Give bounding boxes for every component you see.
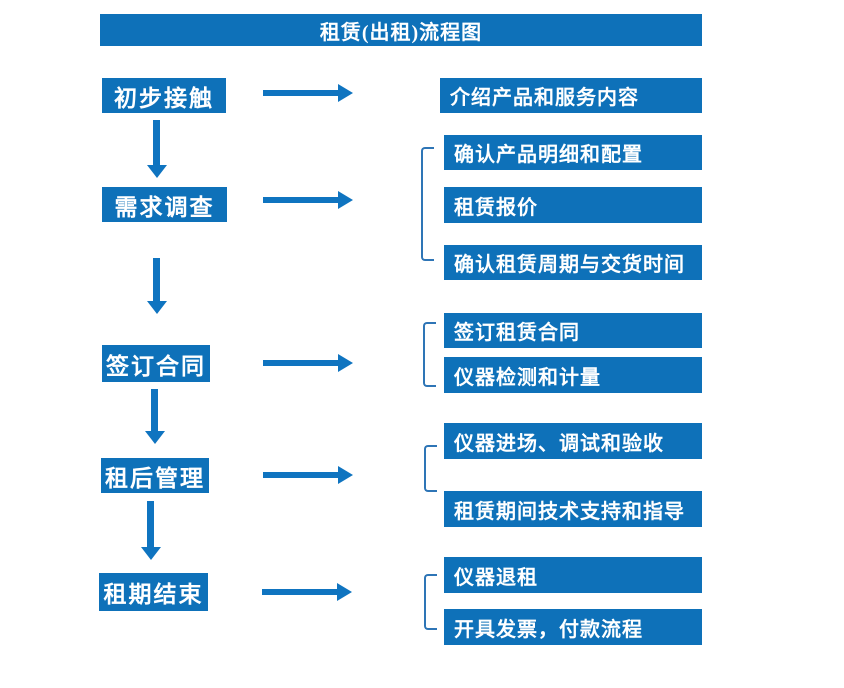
detail-label: 确认租赁周期与交货时间 bbox=[454, 254, 685, 276]
arrow-head bbox=[141, 547, 161, 560]
bracket-group-2-icon bbox=[421, 147, 434, 261]
detail-label: 签订租赁合同 bbox=[454, 322, 580, 344]
step-label: 需求调查 bbox=[114, 194, 215, 220]
arrow-right-3-icon bbox=[263, 354, 353, 372]
arrow-head bbox=[338, 354, 353, 372]
arrow-right-4-icon bbox=[263, 466, 353, 484]
detail-box-confirm-rental-period: 确认租赁周期与交货时间 bbox=[444, 245, 702, 280]
arrow-head bbox=[145, 431, 165, 444]
arrow-right-5-icon bbox=[262, 583, 352, 601]
arrow-head bbox=[338, 84, 353, 102]
step-box-needs-survey: 需求调查 bbox=[102, 187, 227, 222]
detail-label: 租赁期间技术支持和指导 bbox=[454, 500, 685, 523]
detail-box-instrument-return: 仪器退租 bbox=[444, 557, 702, 593]
bracket-group-5-icon bbox=[424, 574, 437, 630]
arrow-shaft bbox=[153, 120, 160, 165]
arrow-down-1-icon bbox=[147, 120, 167, 178]
detail-box-confirm-product-config: 确认产品明细和配置 bbox=[444, 135, 702, 170]
arrow-shaft bbox=[263, 360, 339, 366]
step-box-sign-contract: 签订合同 bbox=[102, 345, 210, 382]
flowchart-title: 租赁(出租)流程图 bbox=[319, 21, 483, 44]
detail-label: 介绍产品和服务内容 bbox=[450, 87, 639, 109]
step-box-initial-contact: 初步接触 bbox=[102, 78, 226, 113]
arrow-head bbox=[337, 583, 352, 601]
arrow-shaft bbox=[262, 589, 338, 595]
detail-label: 确认产品明细和配置 bbox=[454, 144, 643, 166]
arrow-head bbox=[338, 191, 353, 209]
detail-box-technical-support: 租赁期间技术支持和指导 bbox=[444, 491, 702, 527]
detail-label: 开具发票，付款流程 bbox=[454, 618, 643, 641]
bracket-group-4-icon bbox=[424, 445, 437, 492]
arrow-head bbox=[147, 301, 167, 314]
arrow-head bbox=[147, 165, 167, 178]
detail-box-sign-rental-contract: 签订租赁合同 bbox=[444, 313, 702, 348]
arrow-down-2-icon bbox=[147, 258, 167, 314]
bracket-group-3-icon bbox=[423, 322, 436, 387]
arrow-shaft bbox=[151, 389, 158, 431]
detail-label: 仪器退租 bbox=[454, 566, 538, 589]
detail-label: 租赁报价 bbox=[454, 196, 538, 219]
detail-box-introduce-products: 介绍产品和服务内容 bbox=[440, 78, 702, 113]
detail-box-instrument-setup-acceptance: 仪器进场、调试和验收 bbox=[444, 423, 702, 459]
arrow-right-1-icon bbox=[263, 84, 353, 102]
arrow-head bbox=[338, 466, 353, 484]
arrow-down-3-icon bbox=[145, 389, 165, 444]
flowchart-title-bar: 租赁(出租)流程图 bbox=[100, 14, 702, 46]
step-label: 签订合同 bbox=[106, 353, 206, 379]
arrow-down-4-icon bbox=[141, 501, 161, 560]
step-box-rental-end: 租期结束 bbox=[99, 573, 208, 611]
step-box-post-rental-management: 租后管理 bbox=[101, 458, 209, 493]
arrow-shaft bbox=[153, 258, 160, 301]
arrow-shaft bbox=[263, 472, 339, 478]
detail-box-invoice-payment: 开具发票，付款流程 bbox=[444, 609, 702, 645]
step-label: 租后管理 bbox=[105, 465, 205, 491]
step-label: 租期结束 bbox=[103, 582, 204, 607]
arrow-right-2-icon bbox=[263, 191, 353, 209]
arrow-shaft bbox=[147, 501, 154, 547]
detail-label: 仪器进场、调试和验收 bbox=[454, 432, 664, 455]
step-label: 初步接触 bbox=[114, 85, 214, 111]
arrow-shaft bbox=[263, 90, 339, 96]
arrow-shaft bbox=[263, 197, 339, 203]
detail-box-instrument-testing: 仪器检测和计量 bbox=[444, 357, 702, 393]
detail-box-rental-quote: 租赁报价 bbox=[444, 187, 702, 223]
detail-label: 仪器检测和计量 bbox=[454, 366, 601, 389]
